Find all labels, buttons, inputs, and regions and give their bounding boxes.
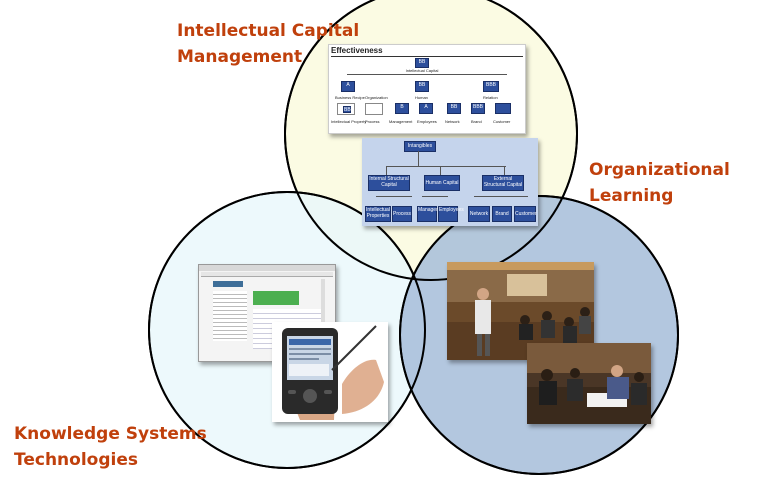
chart-node: External Structural Capital: [482, 175, 524, 191]
chart-node-label: Brand: [471, 119, 482, 124]
intangibles-chart-image: Intangibles Internal Structural Capital …: [362, 138, 538, 226]
label-line: Organizational: [589, 160, 730, 180]
label-line: Management: [177, 47, 303, 67]
label-line: Technologies: [14, 450, 138, 470]
meeting-photo-2-illustration: [527, 343, 651, 424]
chart-node-label: Human: [415, 95, 428, 100]
chart-node: BB: [415, 58, 429, 68]
pda-illustration: [282, 325, 384, 420]
label-line: Learning: [589, 186, 674, 206]
chart-node: Network: [468, 206, 490, 222]
pda-photo: [272, 322, 388, 422]
chart-node-label: Organization: [365, 95, 388, 100]
chart-node: A: [341, 81, 355, 92]
chart-node: Intellectual Properties: [365, 206, 391, 222]
label-line: Knowledge Systems: [14, 424, 207, 444]
chart-node: Human Capital: [424, 175, 460, 191]
effectiveness-title: Effectiveness: [331, 46, 383, 55]
chart-node: Employees: [438, 206, 464, 222]
chart-node-label: Customer: [493, 119, 511, 124]
chart-node: A: [419, 103, 433, 114]
chart-node: BBB: [483, 81, 499, 92]
chart-node: Management: [417, 206, 447, 222]
chart-node: Intangibles: [404, 141, 436, 152]
chart-node-label: Intellectual Capital: [405, 68, 439, 73]
label-knowledge-systems-technologies: Knowledge Systems Technologies: [14, 421, 207, 473]
chart-node-label: Network: [445, 119, 460, 124]
chart-node-label: Process: [365, 119, 380, 124]
chart-node: BB: [343, 106, 351, 113]
chart-node: Brand: [492, 206, 512, 222]
label-line: Intellectual Capital: [177, 21, 360, 41]
chart-node: BB: [447, 103, 461, 114]
chart-node: BBB: [471, 103, 485, 114]
chart-node: BB: [415, 81, 429, 92]
chart-node-label: Business Recipe: [335, 95, 365, 100]
label-organizational-learning: Organizational Learning: [589, 157, 730, 209]
label-intellectual-capital-management: Intellectual Capital Management: [177, 18, 359, 70]
chart-node: B: [395, 103, 409, 114]
chart-node: Customer: [514, 206, 537, 222]
chart-node-label: Relation: [483, 95, 498, 100]
meeting-photo-2: [527, 343, 651, 424]
chart-node-label: Employees: [417, 119, 437, 124]
chart-node: Process: [392, 206, 412, 222]
chart-node-label: Management: [389, 119, 413, 124]
chart-node-label: Intellectual Property: [331, 119, 367, 124]
effectiveness-chart-image: Effectiveness BB Intellectual Capital A …: [328, 44, 526, 134]
chart-node: Internal Structural Capital: [368, 175, 410, 191]
